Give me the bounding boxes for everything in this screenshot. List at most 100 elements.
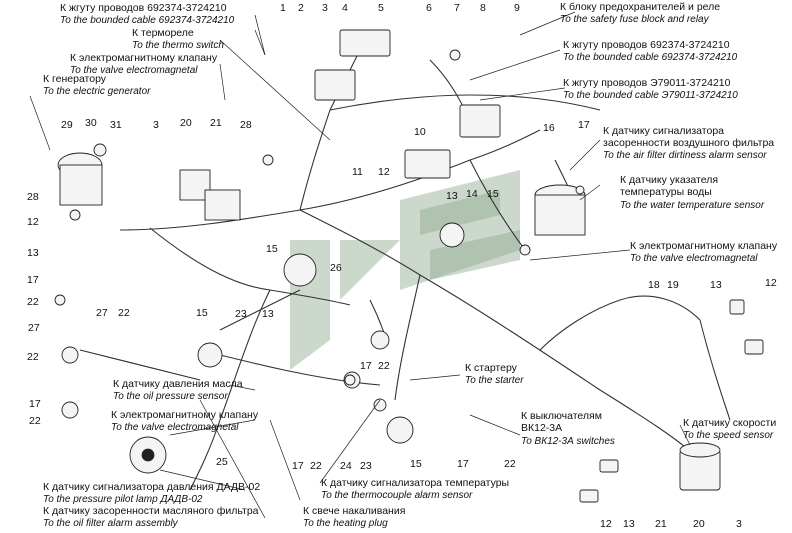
part-number-13-mid: 13 — [262, 308, 274, 320]
part-number-6: 6 — [426, 2, 432, 14]
part-number-28: 28 — [27, 191, 39, 203]
callout-valve-electromagnetal-left: К электромагнитному клапану To the valve… — [111, 409, 259, 433]
callout-bounded-cable-692374-right: К жгуту проводов 692374-3724210 To the b… — [563, 39, 738, 63]
water-temp-sensor-16 — [534, 184, 586, 236]
part-number-27-left: 27 — [96, 307, 108, 319]
part-number-7: 7 — [454, 2, 460, 14]
thermo-switch-14 — [439, 222, 465, 248]
part-number-17-left-2: 17 — [29, 398, 41, 410]
callout-oil-filter-alarm: К датчику засоренности масляного фильтра… — [43, 505, 259, 529]
callout-en-text: To the valve electromagnetal — [70, 65, 198, 76]
callout-en-text: To the safety fuse block and relay — [560, 14, 710, 25]
part-number-8: 8 — [480, 2, 486, 14]
leader-lines — [29, 11, 691, 519]
callout-ru-text: К электромагнитному клапану — [630, 240, 778, 252]
part-number-24: 24 — [340, 460, 352, 472]
part-number-12: 12 — [378, 166, 390, 178]
callout-electric-generator: К генератору To the electric generator — [43, 73, 151, 97]
part-number-15-bottom: 15 — [410, 458, 422, 470]
part-number-28-mid: 28 — [240, 119, 252, 131]
part-number-20-bottom: 20 — [693, 518, 705, 530]
callout-ru-text: температуры воды — [620, 186, 712, 198]
callout-ru-text: К электромагнитному клапану — [70, 52, 218, 64]
part-number-30: 30 — [85, 117, 97, 129]
part-number-10: 10 — [414, 126, 426, 138]
part-number-12-right: 12 — [765, 277, 777, 289]
callout-speed-sensor: К датчику скорости To the speed sensor — [683, 417, 776, 441]
part-number-12-left: 12 — [27, 216, 39, 228]
part-number-18: 18 — [648, 279, 660, 291]
callout-bounded-cable-692374-top: К жгуту проводов 692374-3724210 To the b… — [60, 2, 235, 26]
callout-ru-text: К жгуту проводов 692374-3724210 — [60, 2, 227, 14]
callout-en-text: To the bounded cable 692374-3724210 — [563, 52, 738, 63]
part-number-3-left: 3 — [153, 119, 159, 131]
relay-2 — [314, 69, 356, 101]
part-number-11: 11 — [352, 166, 363, 178]
part-number-21: 21 — [210, 117, 222, 129]
callout-ru-text: К блоку предохранителей и реле — [560, 1, 720, 13]
part-number-23-bottom: 23 — [360, 460, 372, 472]
watermark-logo — [290, 170, 520, 370]
callout-en-text: To the bounded cable Э79011-3724210 — [563, 90, 738, 101]
callout-starter: К стартеру To the starter — [465, 362, 524, 386]
callout-ru-text: К стартеру — [465, 362, 518, 374]
callout-bounded-cable-e79011: К жгуту проводов Э79011-3724210 To the b… — [563, 77, 738, 101]
part-number-13-bottom: 13 — [623, 518, 635, 530]
callout-ru-text: К жгуту проводов Э79011-3724210 — [563, 77, 731, 89]
part-number-13-left: 13 — [27, 247, 39, 259]
part-number-12-bottom: 12 — [600, 518, 612, 530]
part-number-1: 1 — [280, 2, 286, 14]
callout-en-text: To the thermocouple alarm sensor — [321, 490, 473, 501]
part-number-13-right: 13 — [710, 279, 722, 291]
part-number-15: 15 — [487, 188, 499, 200]
callout-ru-text: ВК12-3А — [521, 422, 562, 434]
callout-ru-text: К датчику сигнализатора температуры — [321, 477, 509, 489]
callout-thermo-switch: К термореле To the thermo switch — [132, 27, 224, 51]
callout-en-text: To the electric generator — [43, 86, 151, 97]
part-number-31: 31 — [110, 119, 122, 131]
callout-valve-electromagnetal-right: К электромагнитному клапану To the valve… — [630, 240, 778, 264]
callout-ru-text: засоренности воздушного фильтра — [603, 137, 774, 149]
part-number-9: 9 — [514, 2, 520, 14]
part-number-25: 25 — [216, 456, 228, 468]
relay-20-21 — [179, 169, 241, 221]
callout-en-text: To the valve electromagnetal — [111, 422, 239, 433]
callout-bk12-switches: К выключателям ВК12-3А To ВК12-3А switch… — [521, 410, 615, 447]
part-number-22-left: 22 — [27, 296, 39, 308]
callout-en-text: To ВК12-3А switches — [521, 436, 615, 447]
part-number-13: 13 — [446, 190, 458, 202]
part-number-17-bottom: 17 — [292, 460, 304, 472]
connector-9 — [459, 104, 501, 138]
part-number-5: 5 — [378, 2, 384, 14]
oil-pressure-sensor-25 — [129, 436, 167, 474]
part-number-22-left-2: 22 — [27, 351, 39, 363]
callout-en-text: To the oil pressure sensor — [113, 391, 228, 402]
callout-ru-text: К датчику сигнализатора давления ДАДВ-02 — [43, 481, 260, 493]
part-number-17-left: 17 — [27, 274, 39, 286]
part-number-4: 4 — [342, 2, 348, 14]
callout-ru-text: К электромагнитному клапану — [111, 409, 259, 421]
part-number-15-mid: 15 — [266, 243, 278, 255]
callout-en-text: To the oil filter alarm assembly — [43, 518, 179, 529]
part-number-26: 26 — [330, 262, 342, 274]
part-number-22-left-3: 22 — [29, 415, 41, 427]
part-number-17: 17 — [578, 119, 590, 131]
part-number-17-mid: 17 — [360, 360, 372, 372]
part-number-17-bottom-2: 17 — [457, 458, 469, 470]
part-number-14: 14 — [466, 188, 478, 200]
callout-ru-text: К жгуту проводов 692374-3724210 — [563, 39, 730, 51]
callout-en-text: To the heating plug — [303, 518, 388, 529]
callout-en-text: To the valve electromagnetal — [630, 253, 758, 264]
part-number-22-mid: 22 — [378, 360, 390, 372]
callout-pressure-pilot-lamp: К датчику сигнализатора давления ДАДВ-02… — [43, 481, 260, 505]
generator — [57, 143, 107, 206]
connector-right-12 — [729, 299, 764, 355]
fuse-block-connector-5 — [339, 29, 391, 57]
callout-en-text: To the bounded cable 692374-3724210 — [60, 15, 235, 26]
part-number-2: 2 — [298, 2, 304, 14]
part-number-29: 29 — [61, 119, 73, 131]
callout-safety-fuse-block: К блоку предохранителей и реле To the sa… — [560, 1, 720, 25]
callout-ru-text: К выключателям — [521, 410, 602, 422]
part-numbers: 1 2 3 4 5 6 7 8 9 10 11 12 13 14 15 16 1… — [27, 2, 777, 530]
